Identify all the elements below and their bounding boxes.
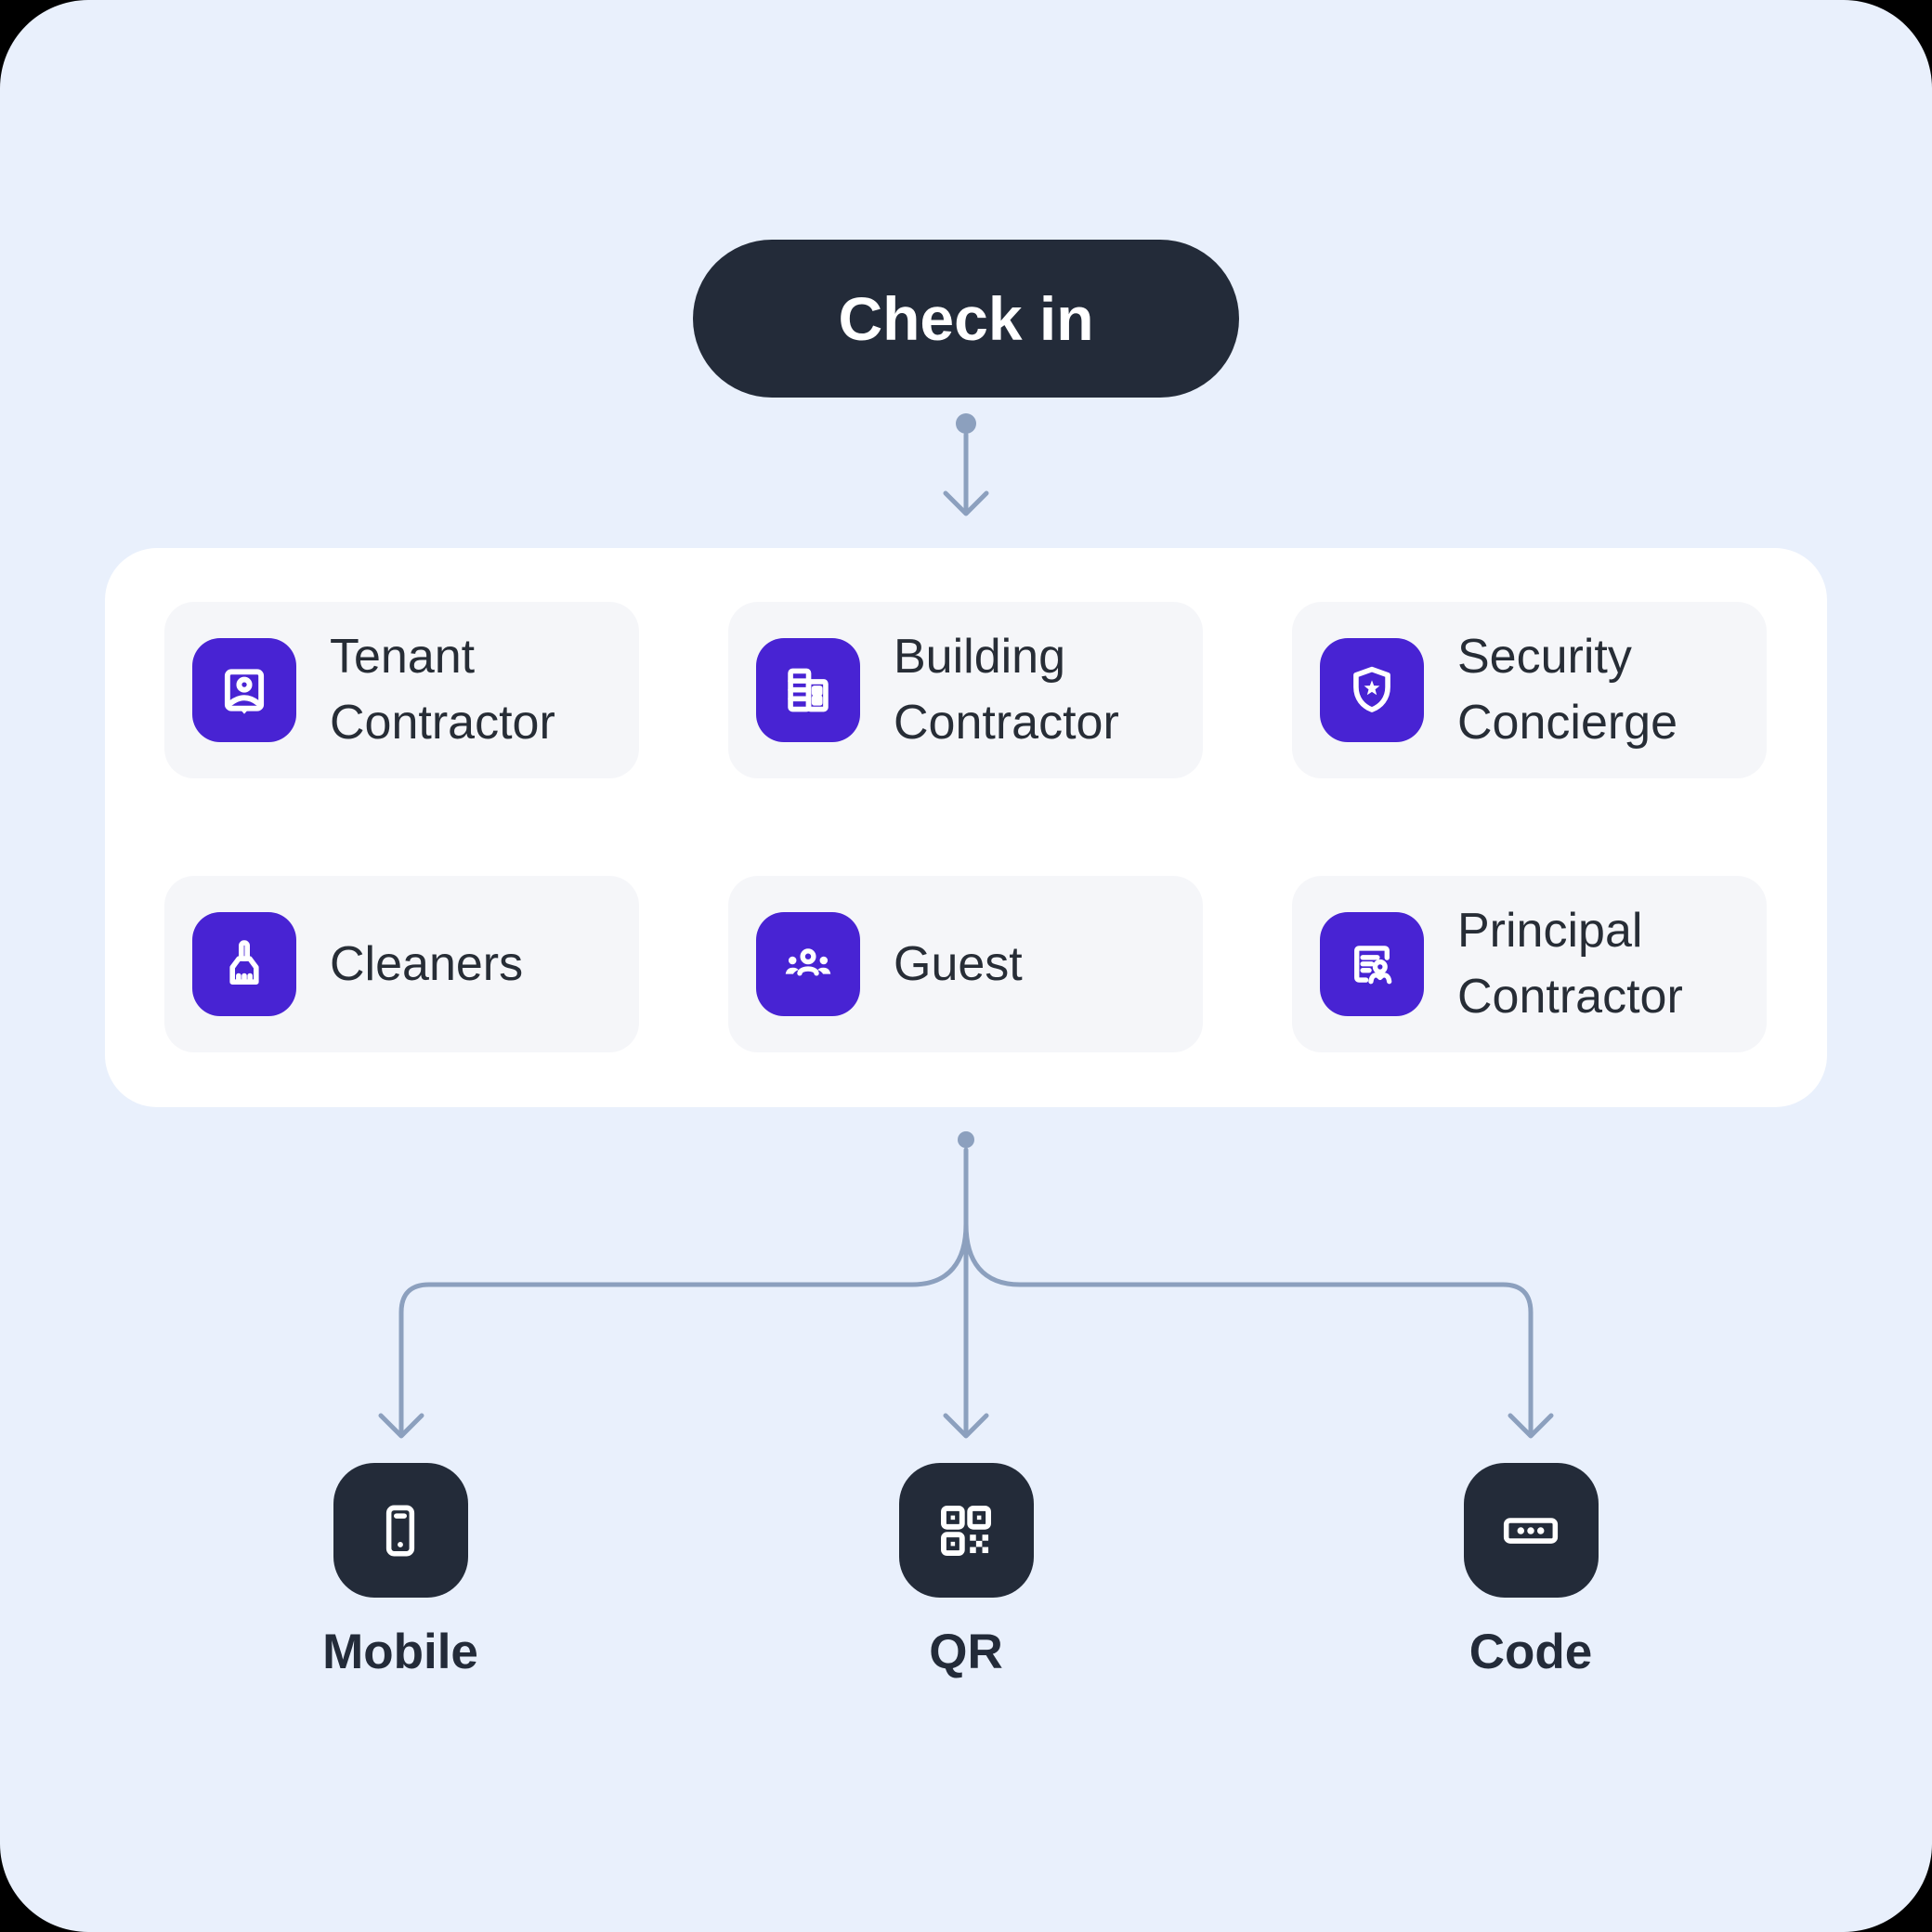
method-label: Code bbox=[1469, 1625, 1593, 1679]
building-icon bbox=[756, 638, 860, 742]
card-cleaners[interactable]: Cleaners bbox=[164, 876, 639, 1052]
method-label: QR bbox=[929, 1625, 1003, 1679]
check-in-label: Check in bbox=[838, 284, 1094, 353]
qr-code-icon bbox=[898, 1463, 1034, 1598]
card-tenant-contractor[interactable]: Tenant Contractor bbox=[164, 602, 639, 778]
method-mobile[interactable]: Mobile bbox=[252, 1463, 549, 1680]
card-label: Tenant Contractor bbox=[330, 630, 555, 750]
badge-person-icon bbox=[192, 638, 296, 742]
card-label: Building Contractor bbox=[894, 630, 1119, 750]
check-in-node[interactable]: Check in bbox=[693, 240, 1239, 398]
people-icon bbox=[756, 912, 860, 1016]
shield-star-icon bbox=[1320, 638, 1424, 742]
visitor-categories-panel: Tenant Contractor Building Contractor bbox=[105, 548, 1827, 1107]
card-label: Cleaners bbox=[330, 936, 524, 991]
document-person-icon bbox=[1320, 912, 1424, 1016]
smartphone-icon bbox=[333, 1463, 468, 1598]
method-code[interactable]: Code bbox=[1382, 1463, 1679, 1680]
card-label: Guest bbox=[894, 936, 1023, 991]
method-qr[interactable]: QR bbox=[817, 1463, 1115, 1680]
passcode-icon bbox=[1463, 1463, 1599, 1598]
card-label: Principal Contractor bbox=[1457, 904, 1683, 1024]
card-security-concierge[interactable]: Security Concierge bbox=[1292, 602, 1767, 778]
card-guest[interactable]: Guest bbox=[728, 876, 1203, 1052]
card-building-contractor[interactable]: Building Contractor bbox=[728, 602, 1203, 778]
broom-icon bbox=[192, 912, 296, 1016]
card-label: Security Concierge bbox=[1457, 630, 1678, 750]
card-principal-contractor[interactable]: Principal Contractor bbox=[1292, 876, 1767, 1052]
method-label: Mobile bbox=[322, 1625, 478, 1679]
